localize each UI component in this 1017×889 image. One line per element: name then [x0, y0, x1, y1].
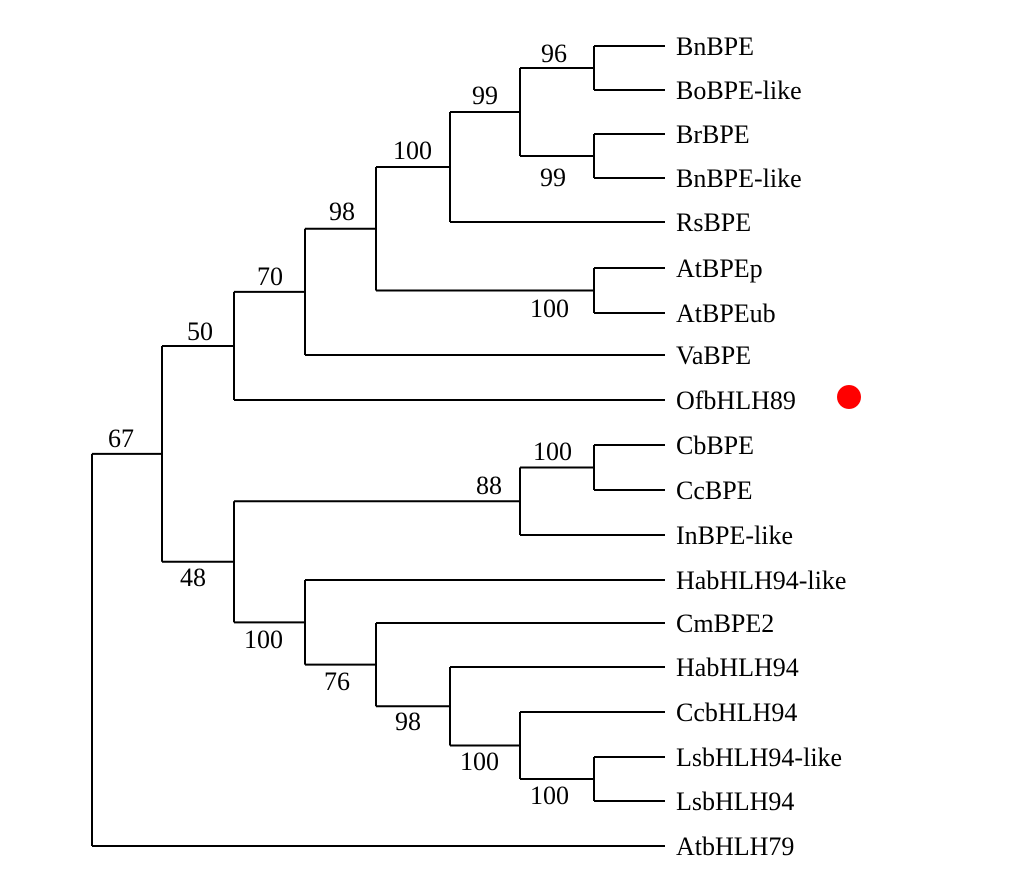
leaf-label-rsbpe: RsBPE — [676, 208, 751, 237]
leaf-label-inbpe-like: InBPE-like — [676, 521, 793, 550]
leaf-label-habhlh94: HabHLH94 — [676, 653, 799, 682]
leaf-label-lsbhlh94: LsbHLH94 — [676, 787, 794, 816]
bootstrap-value-n_48: 48 — [180, 563, 206, 592]
leaf-label-cmbpe2: CmBPE2 — [676, 609, 774, 638]
leaf-label-bnbpe-like: BnBPE-like — [676, 164, 802, 193]
leaf-label-ofbhlh89: OfbHLH89 — [676, 386, 796, 415]
leaf-label-cbbpe: CbBPE — [676, 431, 754, 460]
leaf-label-bobpe-like: BoBPE-like — [676, 76, 802, 105]
bootstrap-value-n_100f: 100 — [530, 781, 569, 810]
bootstrap-value-n_99b: 99 — [540, 163, 566, 192]
bootstrap-value-n_100c: 100 — [533, 437, 572, 466]
bootstrap-value-n_70: 70 — [257, 262, 283, 291]
bootstrap-labels: 96 99 99 100 100 98 70 50 100 88 100 100 98 76 100 48 67 — [108, 39, 572, 810]
tree-branches — [91, 45, 665, 847]
leaf-label-atbhlh79: AtbHLH79 — [676, 832, 794, 861]
bootstrap-value-n_50: 50 — [187, 317, 213, 346]
bootstrap-value-n_99a: 99 — [472, 81, 498, 110]
leaf-label-brbpe: BrBPE — [676, 120, 750, 149]
bootstrap-value-n_88: 88 — [476, 471, 502, 500]
leaf-label-lsbhlh94-like: LsbHLH94-like — [676, 743, 842, 772]
bootstrap-value-n_98a: 98 — [329, 197, 355, 226]
leaf-label-ccbhlh94: CcbHLH94 — [676, 698, 797, 727]
leaf-label-bnbpe: BnBPE — [676, 32, 754, 61]
bootstrap-value-n_96: 96 — [541, 39, 567, 68]
bootstrap-value-n_76: 76 — [324, 667, 350, 696]
bootstrap-value-n_98b: 98 — [395, 707, 421, 736]
leaf-label-vabpe: VaBPE — [676, 341, 751, 370]
highlight-dot-marker — [837, 385, 861, 409]
leaf-label-habhlh94-like: HabHLH94-like — [676, 566, 846, 595]
leaf-label-atbpep: AtBPEp — [676, 254, 763, 283]
leaf-label-atbpeub: AtBPEub — [676, 299, 776, 328]
leaf-label-ccbpe: CcBPE — [676, 476, 753, 505]
bootstrap-value-n_100b: 100 — [530, 294, 569, 323]
bootstrap-value-n_100e: 100 — [460, 747, 499, 776]
bootstrap-value-n_100a: 100 — [393, 136, 432, 165]
bootstrap-value-n_67: 67 — [108, 424, 134, 453]
bootstrap-value-n_100d: 100 — [244, 625, 283, 654]
